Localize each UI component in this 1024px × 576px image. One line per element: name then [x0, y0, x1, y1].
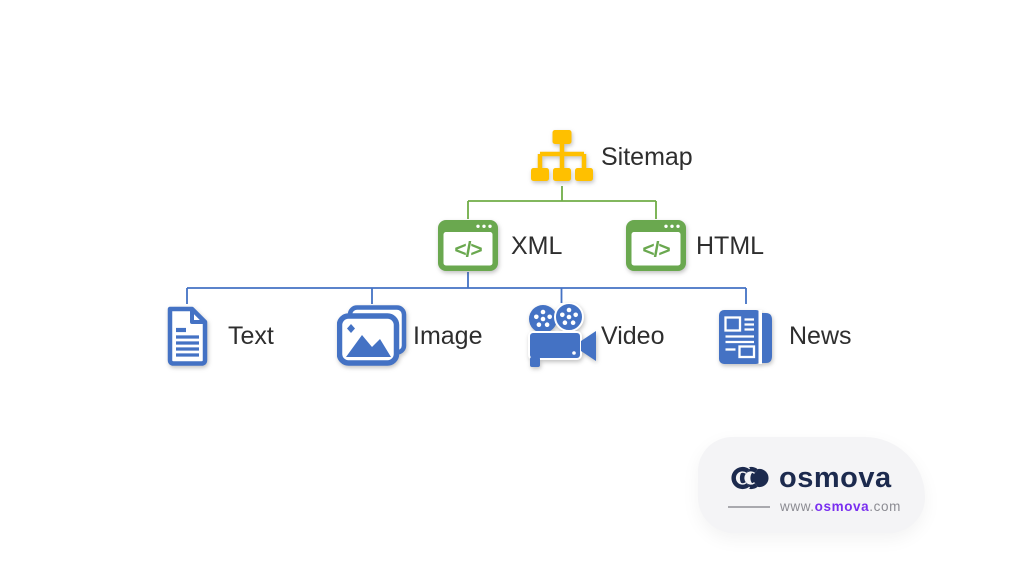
brand-url-www: www.: [780, 499, 815, 514]
brand-url-row: www.osmova.com: [728, 499, 901, 514]
brand-name: osmova: [779, 462, 892, 494]
connector-root-to-level2: [467, 186, 657, 219]
brand-pill: osmova www.osmova.com: [698, 437, 925, 533]
text-document-icon: [167, 306, 208, 366]
osmova-logo-icon: [731, 465, 769, 491]
node-label-news: News: [789, 322, 852, 350]
html-code-window-icon: </>: [626, 220, 686, 271]
news-newspaper-icon: [719, 310, 772, 364]
video-camera-icon: [528, 303, 596, 367]
brand-logo-row: osmova: [731, 463, 892, 493]
code-glyph: </>: [454, 239, 482, 262]
xml-code-window-icon: </>: [438, 220, 498, 271]
node-label-xml: XML: [511, 232, 563, 260]
brand-url: www.osmova.com: [780, 499, 901, 514]
node-label-html: HTML: [696, 232, 765, 260]
brand-url-domain: osmova: [814, 499, 870, 514]
connector-xml-to-level3: [186, 272, 747, 304]
brand-url-tld: .com: [869, 499, 901, 514]
node-label-image: Image: [413, 322, 483, 350]
sitemap-hierarchy-icon: [531, 130, 593, 181]
image-photos-icon: [337, 305, 407, 366]
node-label-video: Video: [601, 322, 665, 350]
node-label-text: Text: [228, 322, 274, 350]
brand-divider-line: [728, 505, 770, 508]
node-label-sitemap: Sitemap: [601, 143, 693, 171]
code-glyph: </>: [642, 239, 670, 262]
